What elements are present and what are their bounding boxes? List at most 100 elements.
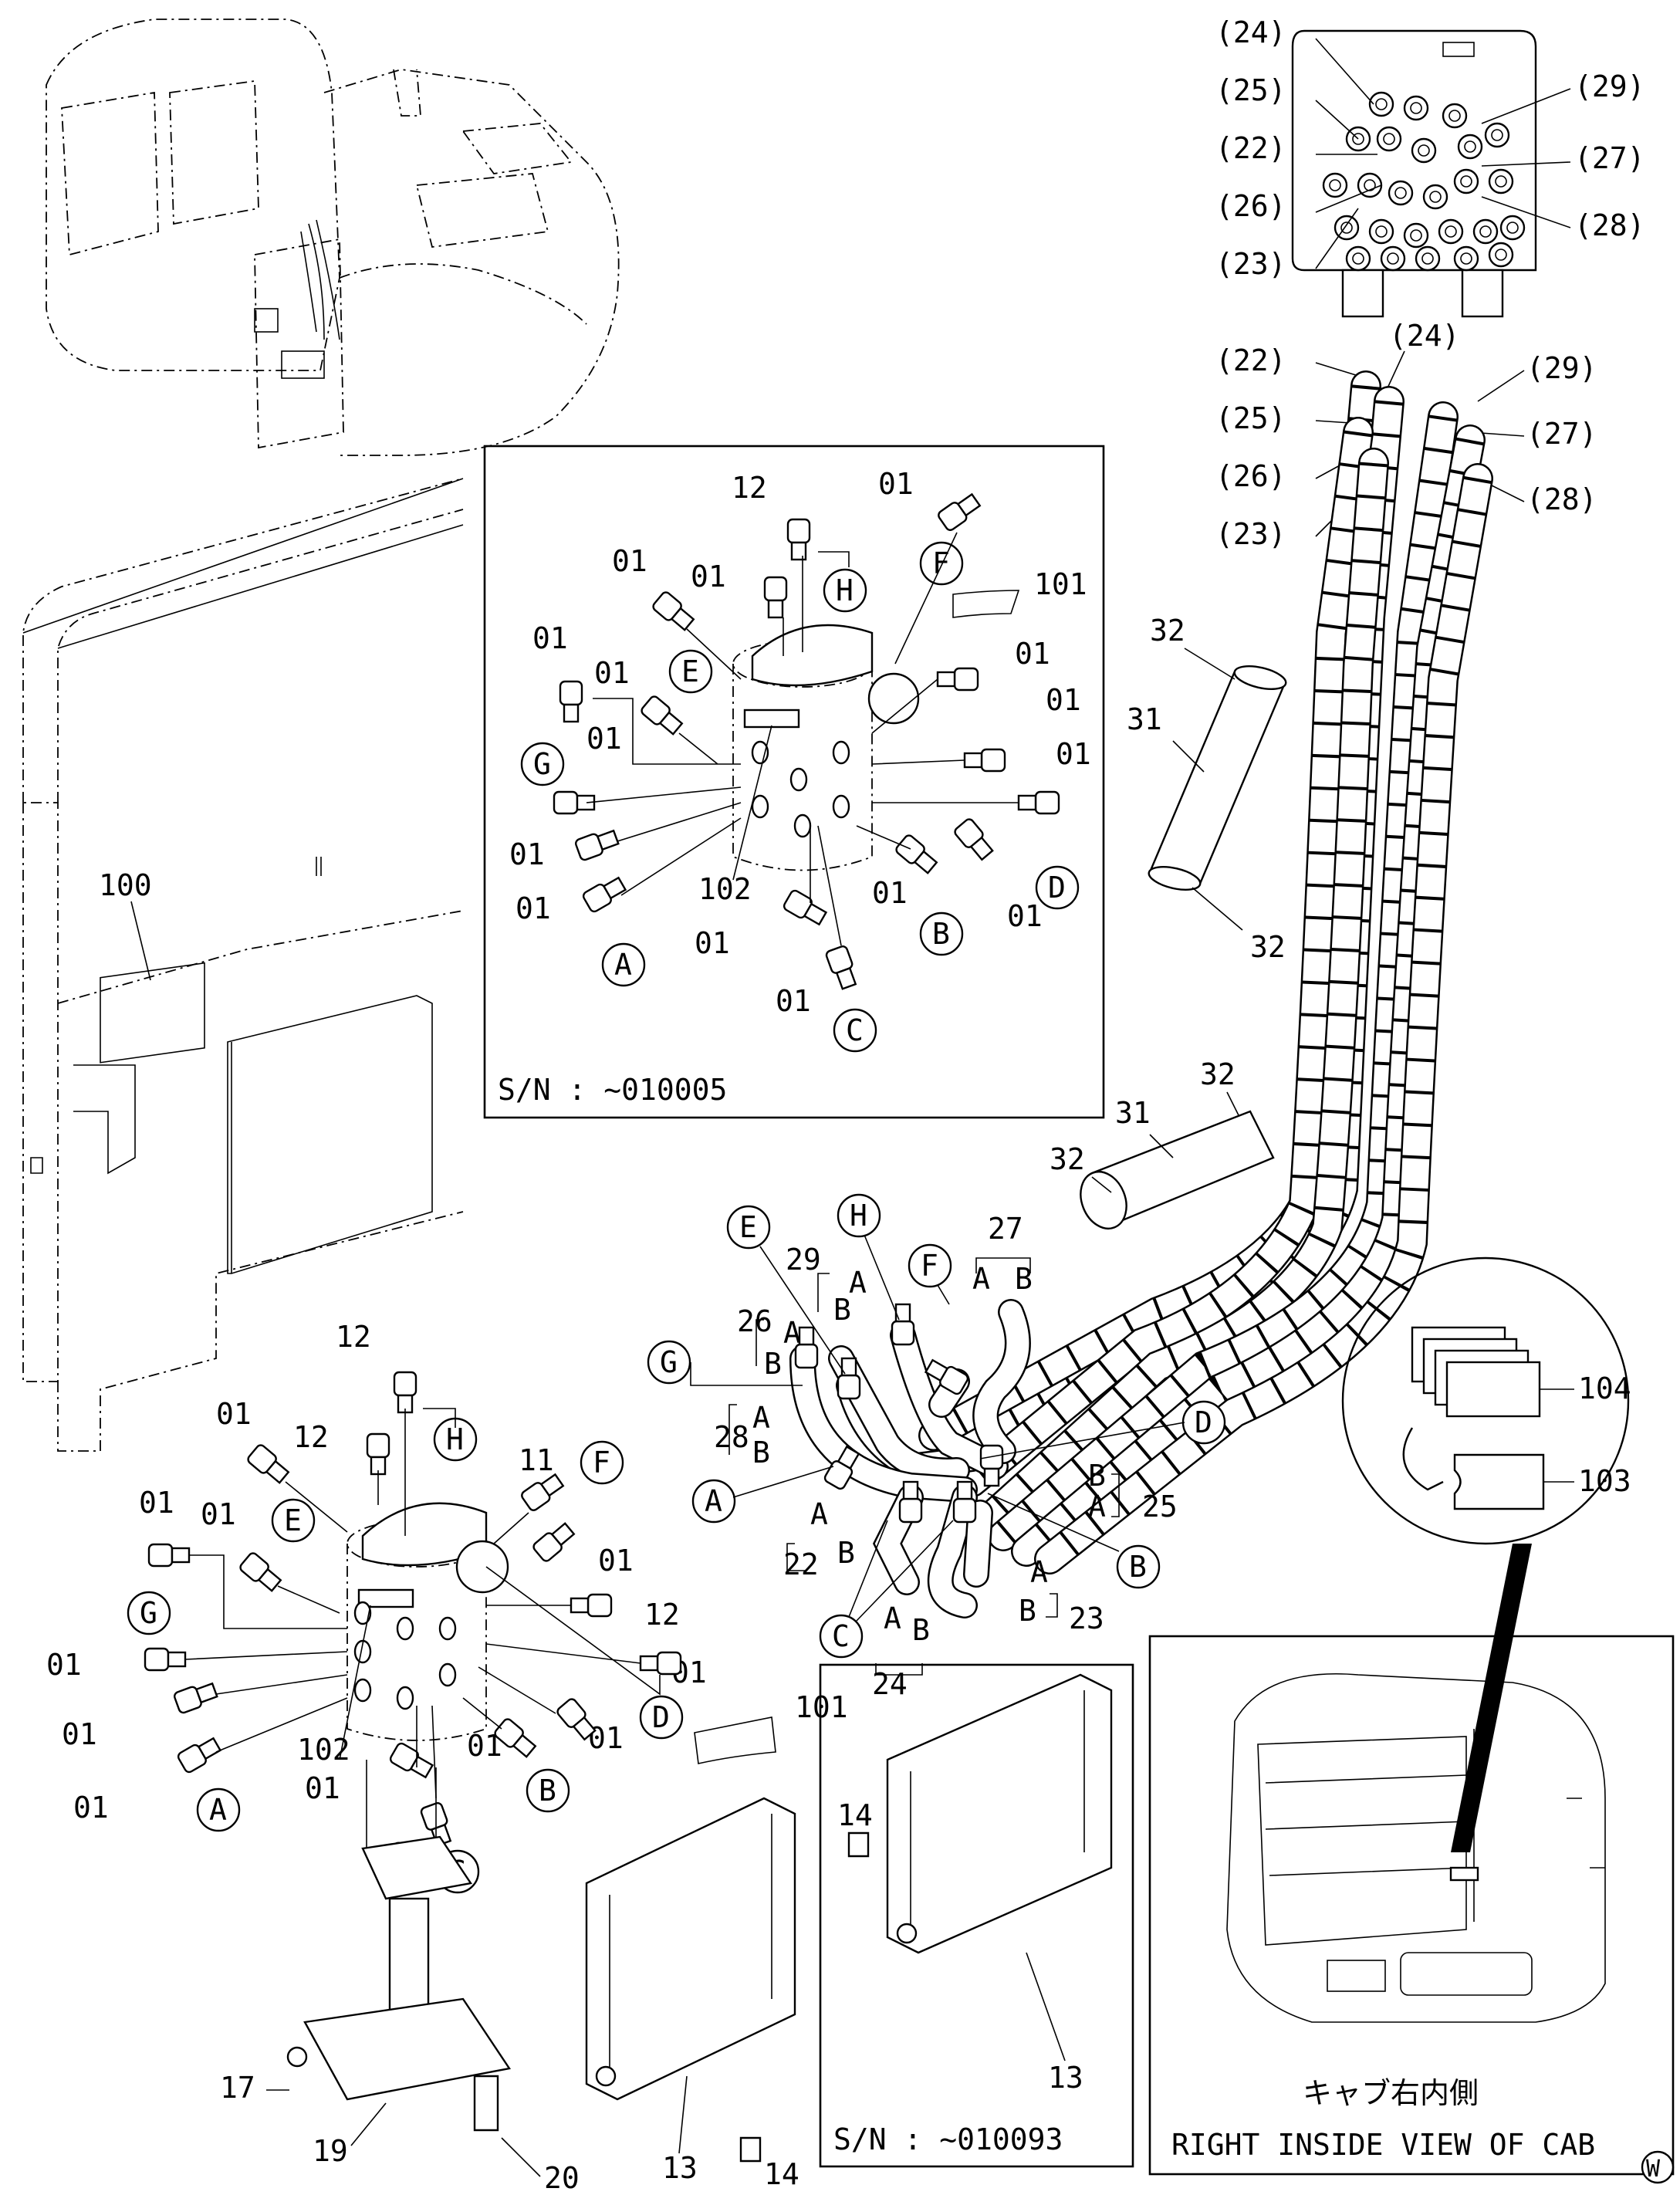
cab-body-panel: 100 [22, 478, 464, 1452]
inset-label-6: 01 [586, 722, 622, 756]
valve-callouts: (24) (25) (22) (26) (23) (29) (27) (28) [1215, 15, 1645, 281]
conn-number-7: 24 [872, 1667, 908, 1701]
valve-port-16 [1403, 222, 1429, 249]
inset-fitting-01d-body [953, 667, 979, 692]
cover-serial: S/N : ~010093 [833, 2122, 1063, 2156]
conn-port-g-letter: G [660, 1345, 678, 1379]
lower-port-a-letter: A [209, 1793, 227, 1827]
lower-fitting-12a-body [393, 1371, 417, 1397]
inset-fitting-01c-tip [614, 832, 618, 842]
inset-label-4: 01 [532, 621, 568, 655]
valve-port-bore-24 [1495, 249, 1507, 261]
lower-label-5: 01 [139, 1486, 174, 1520]
lower-label-7: 12 [644, 1598, 680, 1632]
lower-fitting-e [247, 1444, 290, 1484]
lower-body-port-6 [396, 1686, 414, 1710]
inset-fitting-01e-body [980, 748, 1006, 773]
lower-fitting-01b [239, 1552, 282, 1592]
inset-fitting-d-body [1034, 790, 1060, 815]
lower-fitting-12c-body [586, 1593, 613, 1618]
inset-fitting-01b [553, 790, 596, 815]
valve-port-bore-4 [1383, 133, 1395, 145]
valve-port-5 [1411, 137, 1437, 164]
hose-guards: 32 31 32 32 31 32 [1050, 614, 1287, 1229]
conn-port-a-letter: A [705, 1484, 722, 1518]
conn-port-f-letter: F [921, 1249, 938, 1283]
inset-port-f-letter: F [932, 546, 950, 580]
lower-fitting-01a [532, 1522, 576, 1562]
guard-label-32a: 32 [1150, 614, 1185, 648]
lower-port-f-circle [580, 1440, 624, 1485]
lower-port-f-letter: F [593, 1446, 610, 1480]
guard-label-32d: 32 [1050, 1142, 1085, 1176]
valve-port-8 [1322, 172, 1348, 198]
conn-hose-fill-7 [929, 1486, 976, 1617]
inset-fitting-01b-body [553, 790, 579, 815]
machine-overview [46, 19, 620, 456]
inset-body-port-2 [789, 767, 808, 792]
conn-port-f-circle [908, 1243, 952, 1288]
hose-bundle [918, 370, 1493, 1574]
lower-port-a-circle [196, 1787, 241, 1832]
lower-label-10: 01 [62, 1717, 97, 1751]
lower-label-20: 20 [544, 2161, 580, 2191]
conn-fitting-26 [837, 1357, 861, 1400]
callout-28: (28) [1574, 208, 1645, 242]
inset-port-c-letter: C [846, 1013, 864, 1047]
inset-fitting-h-body [786, 518, 811, 544]
lower-fitting-01b-tip [272, 1581, 280, 1590]
lower-fitting-b [494, 1718, 537, 1758]
valve-port-22 [1415, 245, 1441, 272]
inset-port-h-circle [823, 568, 867, 613]
conn-ab-7: B [752, 1436, 770, 1470]
lower-label-13: 01 [588, 1721, 624, 1755]
conn-fitting-27-tip [926, 1361, 932, 1371]
inset-fitting-01d-nut [936, 671, 956, 688]
lower-label-17: 17 [220, 2071, 255, 2105]
conn-ab-14: A [884, 1601, 901, 1635]
valve-port-18 [1472, 218, 1499, 245]
lower-body-port-3 [396, 1616, 414, 1641]
valve-port-10 [1388, 180, 1414, 206]
inset-label-15: 01 [776, 984, 811, 1018]
conn-leaders [690, 1234, 1185, 1622]
inset-label-102: 102 [698, 872, 752, 906]
inset-fitting-b-tip [928, 864, 936, 872]
lower-fitting-e-tip [280, 1473, 288, 1482]
inset-leaders [586, 532, 1019, 946]
conn-port-e-circle [726, 1205, 771, 1250]
conn-hose-fill-4 [974, 1300, 1029, 1463]
valve-port-21 [1380, 245, 1406, 272]
conn-fitting-23-nut [956, 1480, 973, 1500]
lower-leaders [184, 1408, 661, 1799]
conn-ab-8: A [810, 1497, 828, 1531]
lower-fitting-01c-body [144, 1647, 170, 1672]
conn-port-c-letter: C [832, 1619, 850, 1653]
conn-fitting-d [979, 1444, 1004, 1487]
lower-fitting-01d-tip [212, 1685, 217, 1695]
lower-label-9: 01 [46, 1648, 82, 1682]
valve-port-bore-0 [1375, 98, 1388, 110]
lower-fitting-d [639, 1651, 682, 1676]
lower-label-2: 11 [519, 1443, 554, 1477]
lower-fitting-01f [389, 1742, 434, 1779]
conn-number-5: 25 [1142, 1490, 1178, 1524]
guard-label-32c: 32 [1200, 1057, 1235, 1091]
label-100: 100 [99, 868, 152, 902]
valve-port-19 [1499, 215, 1526, 241]
inset-port-f-circle [919, 541, 964, 586]
hose-callout-29: (29) [1526, 351, 1597, 385]
inset-fitting-01e-nut [963, 752, 983, 769]
conn-fitting-26-body [837, 1374, 861, 1400]
valve-port-bore-10 [1394, 187, 1407, 199]
conn-number-1: 27 [988, 1212, 1023, 1246]
valve-port-0 [1368, 91, 1394, 117]
conn-number-4: 22 [783, 1547, 819, 1581]
inset-label-7: 01 [509, 837, 545, 871]
inset-serial: S/N : ~010005 [498, 1073, 727, 1107]
cab-callout-103: 103 [1578, 1464, 1631, 1498]
lower-fitting-12b [366, 1432, 390, 1476]
valve-port-13 [1488, 168, 1514, 194]
